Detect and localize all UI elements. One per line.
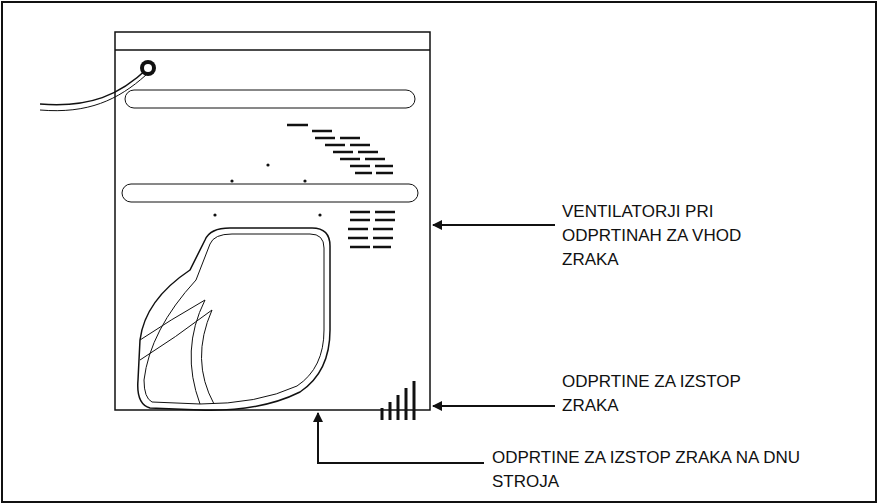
callout-label: ODPRTINE ZA IZSTOP ZRAKA <box>562 370 787 418</box>
callout-label: VENTILATORJI PRI ODPRTINAH ZA VHOD ZRAKA <box>562 200 787 272</box>
callout-label: ODPRTINE ZA IZSTOP ZRAKA NA DNU STROJA <box>492 446 827 494</box>
